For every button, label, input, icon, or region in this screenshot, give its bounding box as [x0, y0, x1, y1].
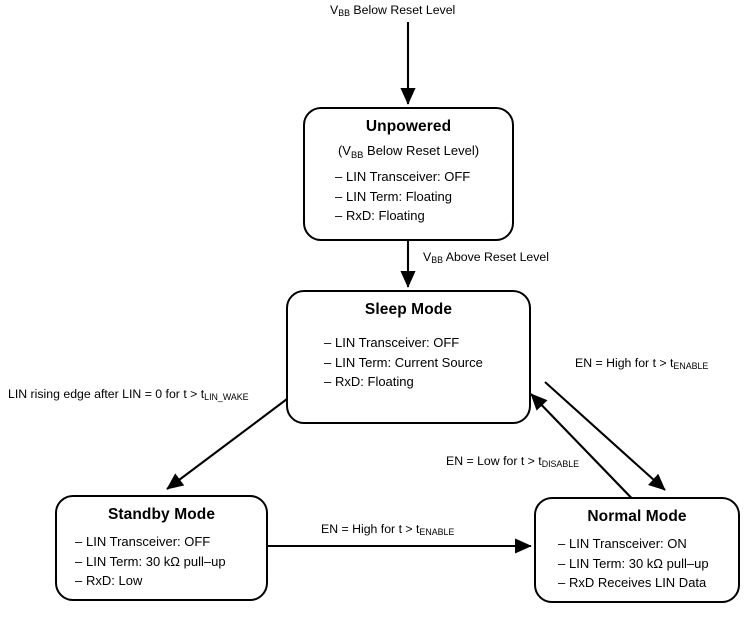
bullet-item: –LIN Term: Current Source — [324, 353, 529, 373]
bullet-label: LIN Term: Current Source — [335, 354, 483, 370]
bullet-label: RxD Receives LIN Data — [569, 575, 707, 590]
bullet-item: –LIN Transceiver: OFF — [324, 333, 529, 353]
bullet-label: LIN Term: 30 kΩ pull–up — [569, 555, 709, 571]
label-subscript: ENABLE — [673, 361, 709, 372]
bullet-label: RxD: Floating — [335, 374, 414, 389]
subtitle-subscript: BB — [350, 149, 364, 160]
bullet-dash: – — [75, 553, 83, 569]
bullet-dash: – — [335, 208, 343, 223]
bullet-item: –LIN Term: Floating — [335, 187, 512, 207]
bullet-item: –LIN Term: 30 kΩ pull–up — [75, 552, 266, 572]
label-subscript: DISABLE — [541, 459, 580, 470]
label-sleep-to-normal: EN = Low for t > tDISABLE — [446, 454, 579, 469]
state-box-normal[interactable]: Normal Mode –LIN Transceiver: ON –LIN Te… — [534, 497, 740, 603]
arrow-normal-to-sleep — [530, 393, 646, 513]
state-box-standby[interactable]: Standby Mode –LIN Transceiver: OFF –LIN … — [55, 495, 268, 601]
bullet-label: RxD: Low — [86, 573, 143, 588]
bullet-label: LIN Transceiver: OFF — [335, 335, 460, 350]
label-subscript: BB — [338, 8, 351, 19]
bullet-dash: – — [558, 555, 566, 571]
label-text: EN = High for t > t — [575, 356, 674, 370]
label-unpowered-to-sleep: VBB Above Reset Level — [423, 250, 549, 265]
label-normal-to-sleep: EN = High for t > tENABLE — [575, 356, 708, 371]
state-subtitle-unpowered: (VBB Below Reset Level) — [305, 143, 512, 160]
label-text: EN = Low for t > t — [446, 454, 542, 468]
subtitle-suffix: Below Reset Level) — [363, 143, 480, 158]
arrow-sleep-to-standby — [166, 395, 292, 490]
bullet-label: LIN Transceiver: OFF — [86, 534, 211, 549]
bullet-label: LIN Transceiver: ON — [569, 536, 687, 551]
state-title-unpowered: Unpowered — [365, 118, 452, 135]
bullet-item: –RxD: Floating — [335, 206, 512, 226]
bullet-dash: – — [335, 188, 343, 204]
state-bullets-standby: –LIN Transceiver: OFF –LIN Term: 30 kΩ p… — [57, 532, 266, 591]
subtitle-prefix: (V — [337, 143, 351, 158]
bullet-dash: – — [558, 536, 566, 551]
state-bullets-normal: –LIN Transceiver: ON –LIN Term: 30 kΩ pu… — [536, 534, 738, 593]
bullet-label: LIN Transceiver: OFF — [346, 169, 471, 184]
bullet-item: –LIN Term: 30 kΩ pull–up — [558, 554, 738, 574]
bullet-item: –RxD: Low — [75, 571, 266, 591]
label-sleep-to-standby: LIN rising edge after LIN = 0 for t > tL… — [8, 387, 249, 402]
bullet-item: –RxD Receives LIN Data — [558, 573, 738, 593]
bullet-label: LIN Term: Floating — [346, 188, 452, 204]
bullet-item: –LIN Transceiver: ON — [558, 534, 738, 554]
state-title-normal: Normal Mode — [587, 508, 687, 525]
state-box-sleep[interactable]: Sleep Mode –LIN Transceiver: OFF –LIN Te… — [286, 290, 531, 424]
state-title-standby: Standby Mode — [107, 506, 216, 523]
state-title-sleep: Sleep Mode — [364, 301, 453, 318]
label-text: V — [330, 3, 339, 17]
bullet-dash: – — [324, 374, 332, 389]
bullet-label: LIN Term: 30 kΩ pull–up — [86, 553, 226, 569]
label-entry-to-unpowered: VBB Below Reset Level — [330, 3, 455, 18]
bullet-item: –LIN Transceiver: OFF — [75, 532, 266, 552]
label-text: EN = High for t > t — [321, 522, 420, 536]
label-standby-to-normal: EN = High for t > tENABLE — [321, 522, 454, 537]
label-text-suffix: Below Reset Level — [350, 3, 456, 17]
label-subscript: ENABLE — [419, 527, 455, 538]
bullet-label: RxD: Floating — [346, 208, 425, 223]
bullet-dash: – — [324, 335, 332, 350]
bullet-dash: – — [75, 534, 83, 549]
label-text: LIN rising edge after LIN = 0 for t > t — [8, 387, 205, 401]
bullet-dash: – — [558, 575, 566, 590]
label-subscript: BB — [431, 255, 444, 266]
state-box-unpowered[interactable]: Unpowered (VBB Below Reset Level) –LIN T… — [303, 107, 514, 241]
state-bullets-sleep: –LIN Transceiver: OFF –LIN Term: Current… — [288, 333, 529, 392]
arrow-sleep-to-normal — [544, 381, 666, 491]
state-bullets-unpowered: –LIN Transceiver: OFF –LIN Term: Floatin… — [305, 167, 512, 226]
bullet-dash: – — [335, 169, 343, 184]
label-text-suffix: Above Reset Level — [443, 250, 549, 264]
bullet-dash: – — [324, 354, 332, 370]
bullet-item: –LIN Transceiver: OFF — [335, 167, 512, 187]
label-subscript: LIN_WAKE — [204, 392, 249, 403]
bullet-item: –RxD: Floating — [324, 372, 529, 392]
label-text: V — [423, 250, 432, 264]
bullet-dash: – — [75, 573, 83, 588]
